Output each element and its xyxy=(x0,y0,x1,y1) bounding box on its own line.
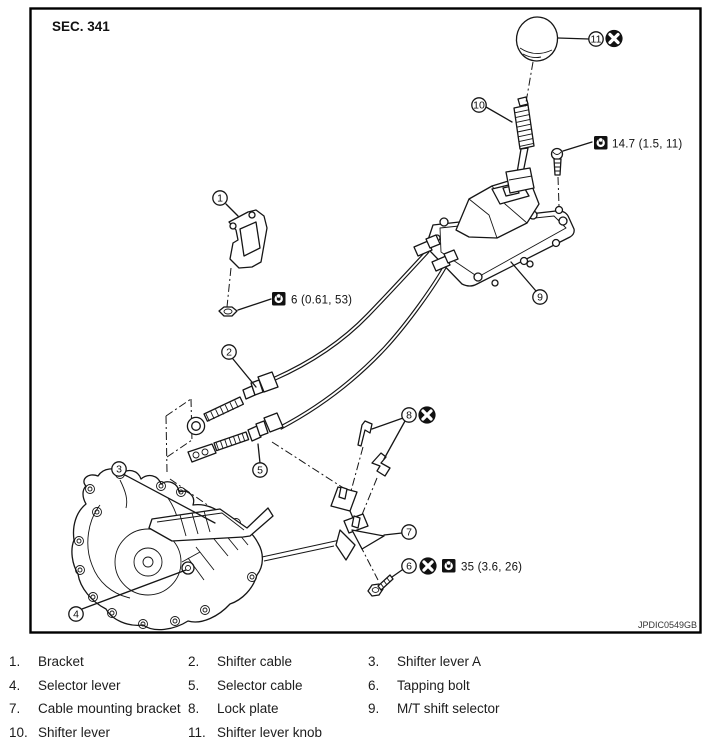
callout-11-number: 11 xyxy=(591,34,602,46)
callout-3: 3 xyxy=(111,461,216,524)
callout-6: 6 35 (3.6, 26) xyxy=(391,555,522,578)
legend-item-number: 4. xyxy=(9,677,21,693)
legend-item-number: 10. xyxy=(9,724,28,740)
callout-5-number: 5 xyxy=(257,465,263,477)
callout-2: 2 xyxy=(221,344,257,388)
legend-item-number: 8. xyxy=(188,701,200,717)
legend-item: 10. Shifter lever xyxy=(9,721,188,742)
transaxle-drawing xyxy=(71,468,274,631)
shifter-lever-a-drawing xyxy=(148,507,274,542)
callout-10-number: 10 xyxy=(473,100,485,112)
replace-icon xyxy=(603,28,625,49)
legend-item: 1. Bracket xyxy=(9,650,188,674)
bracket-nut-drawing xyxy=(218,306,238,317)
legend-item-label: Selector cable xyxy=(217,677,303,693)
torque-spec-bracket-nut: 6 (0.61, 53) xyxy=(237,292,352,311)
legend-item: 4. Selector lever xyxy=(9,674,188,698)
torque-value-bracket-nut: 6 (0.61, 53) xyxy=(291,295,352,307)
legend-item-label: Tapping bolt xyxy=(397,677,470,693)
callout-1: 1 xyxy=(212,190,239,217)
callout-1-number: 1 xyxy=(217,193,223,205)
legend-item-number: 5. xyxy=(188,677,200,693)
replace-icon xyxy=(416,404,438,426)
tapping-bolt-drawing xyxy=(367,574,394,597)
legend-item-label: Shifter lever knob xyxy=(217,724,323,740)
lock-plate-drawings xyxy=(350,420,391,523)
callout-11: 11 xyxy=(557,28,625,49)
legend-item-number: 1. xyxy=(9,654,21,670)
callout-4-number: 4 xyxy=(73,609,79,621)
legend-item-number: 7. xyxy=(9,701,21,717)
callout-2-number: 2 xyxy=(226,347,232,359)
legend-item: 8. Lock plate xyxy=(188,697,368,721)
section-label: SEC. 341 xyxy=(52,19,110,34)
shifter-lever-drawing xyxy=(505,96,535,194)
torque-icon xyxy=(594,136,608,150)
legend-item-label: Lock plate xyxy=(217,701,279,717)
callout-9: 9 xyxy=(510,261,548,305)
legend-item-label: M/T shift selector xyxy=(397,701,500,717)
torque-spec-selector-bolt: 14.7 (1.5, 11) xyxy=(562,136,682,152)
torque-value-selector-bolt: 14.7 (1.5, 11) xyxy=(612,139,682,151)
selector-screw-drawing xyxy=(550,147,564,215)
callout-8: 8 xyxy=(371,404,438,460)
legend-item: 11. Shifter lever knob xyxy=(188,721,368,742)
torque-icon xyxy=(442,559,456,573)
figure-code: JPDIC0549GB xyxy=(638,620,697,630)
callout-5: 5 xyxy=(252,443,268,478)
callout-9-number: 9 xyxy=(537,292,543,304)
legend-item-number: 6. xyxy=(368,677,380,693)
cable-mounting-bracket-drawing xyxy=(330,486,385,581)
callout-4: 4 xyxy=(68,569,187,622)
legend-item: 9. M/T shift selector xyxy=(368,697,711,721)
bracket-drawing xyxy=(226,209,268,308)
selector-cable-drawing xyxy=(187,261,449,463)
shifter-cable-drawing xyxy=(186,249,430,436)
legend-item-number: 9. xyxy=(368,701,380,717)
replace-icon xyxy=(417,555,439,577)
bracket-mount-leader-lines xyxy=(261,539,341,562)
legend-item-label: Bracket xyxy=(38,654,84,670)
callout-10: 10 xyxy=(471,97,513,123)
parts-legend: 1. Bracket 2. Shifter cable 3. Shifter leve… xyxy=(9,650,711,742)
callout-7: 7 xyxy=(383,524,417,540)
legend-item-label: Cable mounting bracket xyxy=(38,701,181,717)
shifter-lever-knob-drawing xyxy=(515,16,559,109)
legend-item: 7. Cable mounting bracket xyxy=(9,697,188,721)
legend-item-label: Shifter lever xyxy=(38,724,111,740)
legend-item-label: Selector lever xyxy=(38,677,121,693)
callout-3-number: 3 xyxy=(116,464,122,476)
legend-item-number: 3. xyxy=(368,654,380,670)
legend-item: 5. Selector cable xyxy=(188,674,368,698)
callout-7-number: 7 xyxy=(406,527,412,539)
legend-item-number: 2. xyxy=(188,654,200,670)
legend-item: 3. Shifter lever A xyxy=(368,650,711,674)
legend-item-number: 11. xyxy=(188,724,206,740)
legend-item-label: Shifter cable xyxy=(217,654,293,670)
legend-item: 6. Tapping bolt xyxy=(368,674,711,698)
torque-icon xyxy=(272,292,286,306)
legend-item-label: Shifter lever A xyxy=(397,654,482,670)
callout-6-number: 6 xyxy=(406,561,412,573)
callout-8-number: 8 xyxy=(406,410,412,422)
torque-value-tapping-bolt: 35 (3.6, 26) xyxy=(461,562,522,574)
legend-item: 2. Shifter cable xyxy=(188,650,368,674)
